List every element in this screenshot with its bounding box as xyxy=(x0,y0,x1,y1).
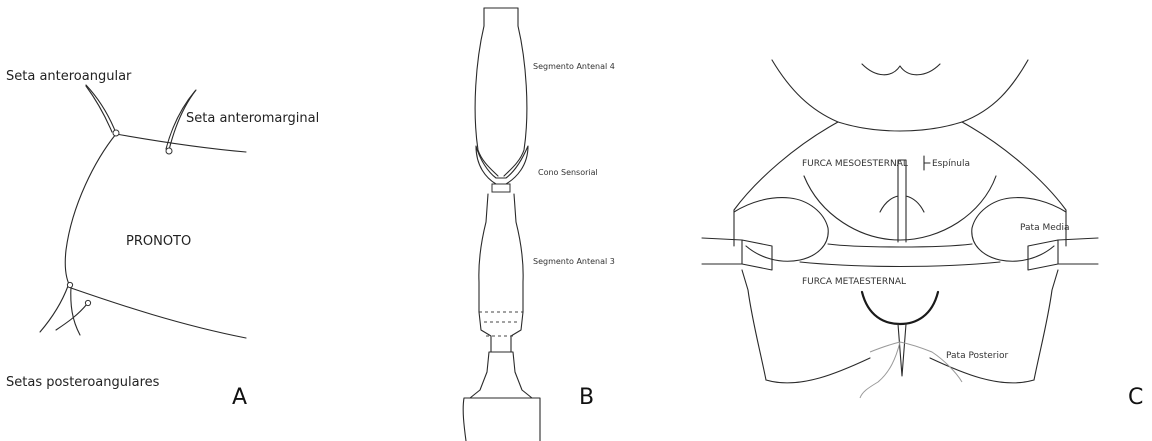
label-cono-sensorial: Cono Sensorial xyxy=(538,168,598,177)
thorax-left-side xyxy=(734,122,838,246)
label-segmento-antenal-4: Segmento Antenal 4 xyxy=(533,62,615,71)
label-seta-anteroangular: Seta anteroangular xyxy=(6,69,132,84)
left-mid-coxa xyxy=(734,198,828,262)
thorax-outline xyxy=(772,60,1028,131)
antennal-pedicel xyxy=(479,312,523,352)
label-setas-posteroangulares: Setas posteroangulares xyxy=(6,375,160,390)
posterior-right-side xyxy=(1034,270,1058,380)
anteromarginal-socket xyxy=(166,148,172,154)
antennal-socket xyxy=(463,398,540,441)
metasternal-spine xyxy=(898,324,906,376)
panel-c: FURCA MESOESTERNAL Espínula Pata Media F… xyxy=(702,60,1143,410)
posteroangular-socket-1 xyxy=(67,282,72,287)
posteroangular-socket-2 xyxy=(85,300,90,305)
posterior-left-side xyxy=(742,270,766,380)
anteroangular-socket xyxy=(113,130,119,136)
metasternal-furca xyxy=(862,292,938,324)
mesosternal-furca xyxy=(880,160,924,242)
anteroangular-seta-edge xyxy=(86,86,112,132)
label-furca-mesoesternal: FURCA MESOESTERNAL xyxy=(802,159,908,169)
panel-a: Seta anteroangular Seta anteromarginal P… xyxy=(6,69,319,410)
mesosternal-arc xyxy=(804,176,996,240)
posteroangular-seta-2 xyxy=(71,286,80,335)
label-pata-posterior: Pata Posterior xyxy=(946,351,1009,361)
label-furca-metaesternal: FURCA METAESTERNAL xyxy=(802,277,906,287)
transverse-suture xyxy=(800,244,1000,267)
antennal-base xyxy=(470,352,532,398)
antennal-segment-4 xyxy=(475,8,527,176)
label-seta-anteromarginal: Seta anteromarginal xyxy=(186,111,319,126)
label-espinula: Espínula xyxy=(932,159,970,169)
anterior-notch xyxy=(862,64,940,75)
panel-letter-b: B xyxy=(579,385,594,410)
panel-letter-c: C xyxy=(1128,385,1143,410)
antennal-segment-3 xyxy=(479,194,523,312)
left-leg-stub xyxy=(702,238,772,270)
sensory-cone xyxy=(476,146,528,184)
posterior-margin xyxy=(766,358,1034,383)
espinula-leader xyxy=(924,156,930,170)
panel-b: Segmento Antenal 4 Cono Sensorial Segmen… xyxy=(463,8,615,441)
panel-letter-a: A xyxy=(232,385,247,410)
cone-base xyxy=(492,184,510,192)
label-pronoto: PRONOTO xyxy=(126,234,191,249)
right-leg-stub xyxy=(1028,238,1098,270)
label-segmento-antenal-3: Segmento Antenal 3 xyxy=(533,257,615,266)
label-pata-media: Pata Media xyxy=(1020,223,1069,233)
